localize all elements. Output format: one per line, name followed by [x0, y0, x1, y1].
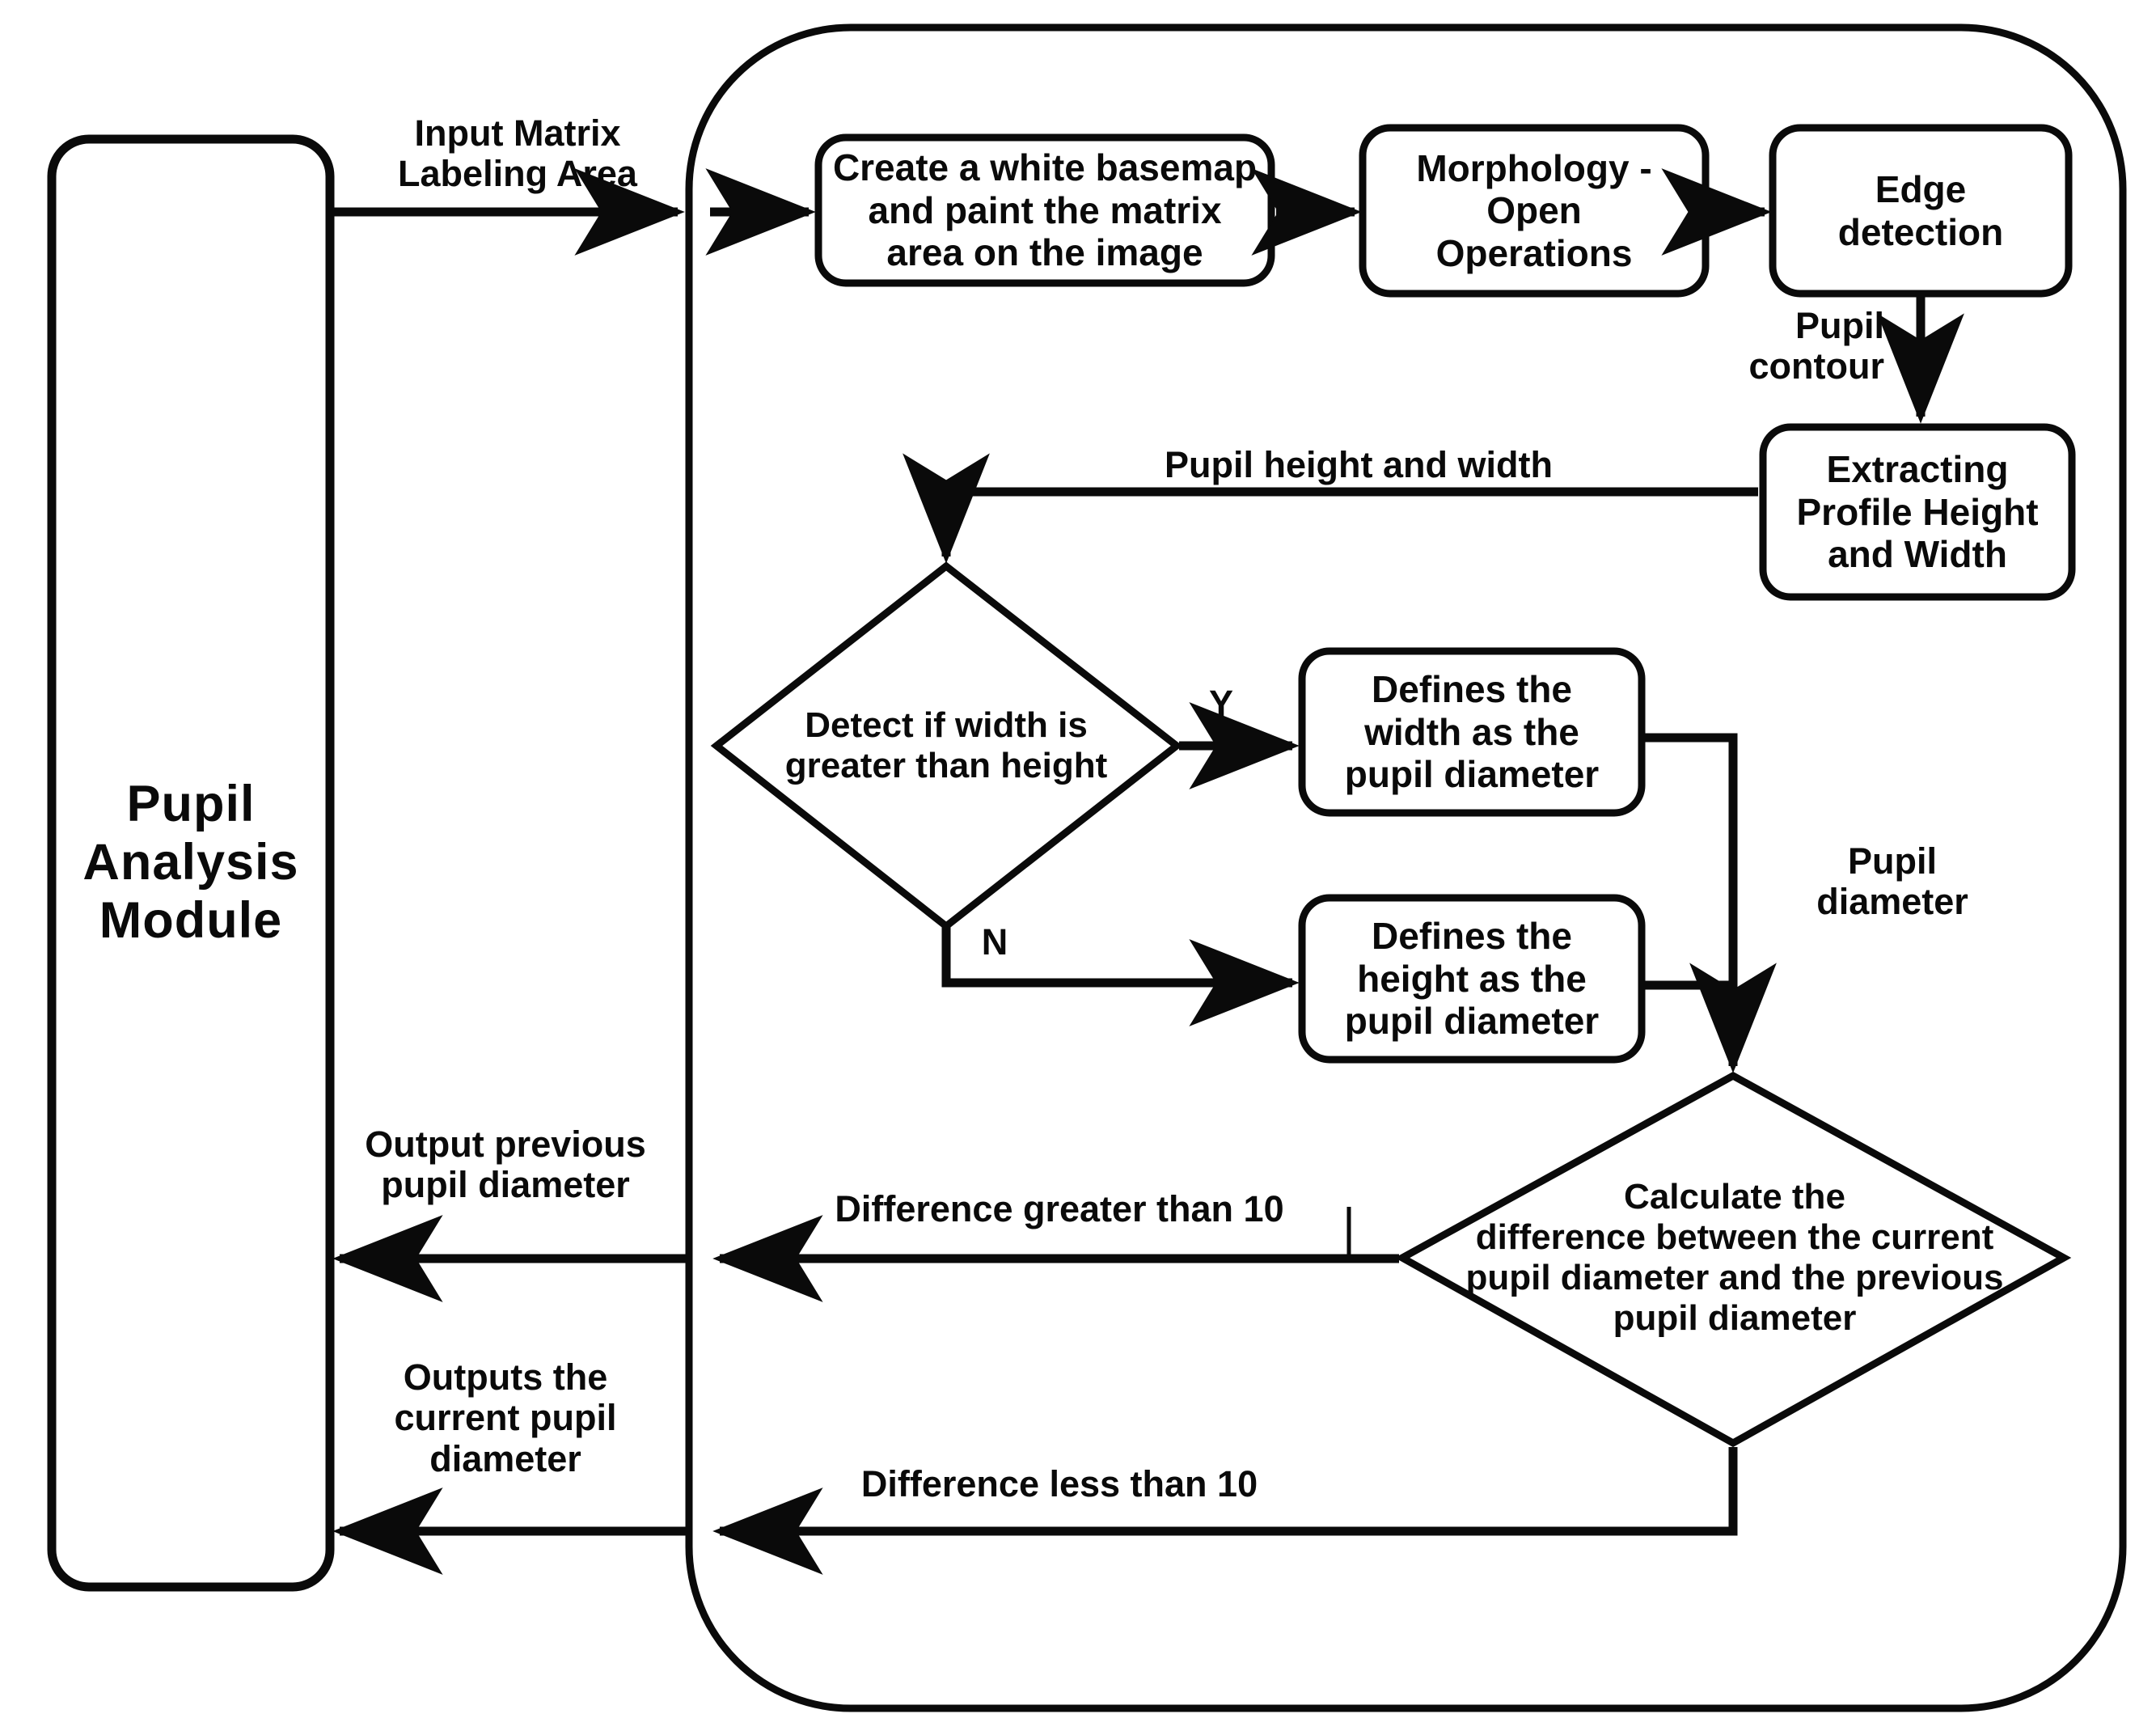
calculate-difference-label: Calculate the difference between the cur…: [1465, 1176, 2004, 1339]
defines-width-box: [1298, 647, 1646, 817]
edge-difference-less-to-container: [712, 1447, 1738, 1575]
extracting-profile-box: [1759, 423, 2076, 601]
create-basemap-label: Create a white basemap and paint the mat…: [832, 146, 1258, 274]
morphology-label: Morphology - Open Operations: [1416, 146, 1652, 274]
calculate-difference-diamond: [1394, 1071, 2072, 1448]
defines-width-label: Defines the width as the pupil diameter: [1344, 668, 1600, 796]
edge-extracting-to-detect-diamond: [903, 453, 1758, 564]
edge-detect-no-to-defines-height: [941, 926, 1300, 1026]
pupil-analysis-module-box: [47, 134, 335, 1592]
edge-detection-label: Edge detection: [1837, 168, 2004, 253]
edge-detection-box: [1769, 124, 2073, 298]
defines-height-label: Defines the height as the pupil diameter: [1344, 915, 1600, 1043]
detect-width-label: Detect if width is greater than height: [784, 705, 1108, 785]
pupil-analysis-module-label: Pupil Analysis Module: [82, 776, 299, 949]
pipeline-container: [685, 23, 2127, 1712]
edge-defines-width-to-calculate: [1642, 733, 1777, 1073]
extracting-profile-label: Extracting Profile Height and Width: [1796, 448, 2039, 576]
defines-height-box: [1298, 894, 1646, 1064]
